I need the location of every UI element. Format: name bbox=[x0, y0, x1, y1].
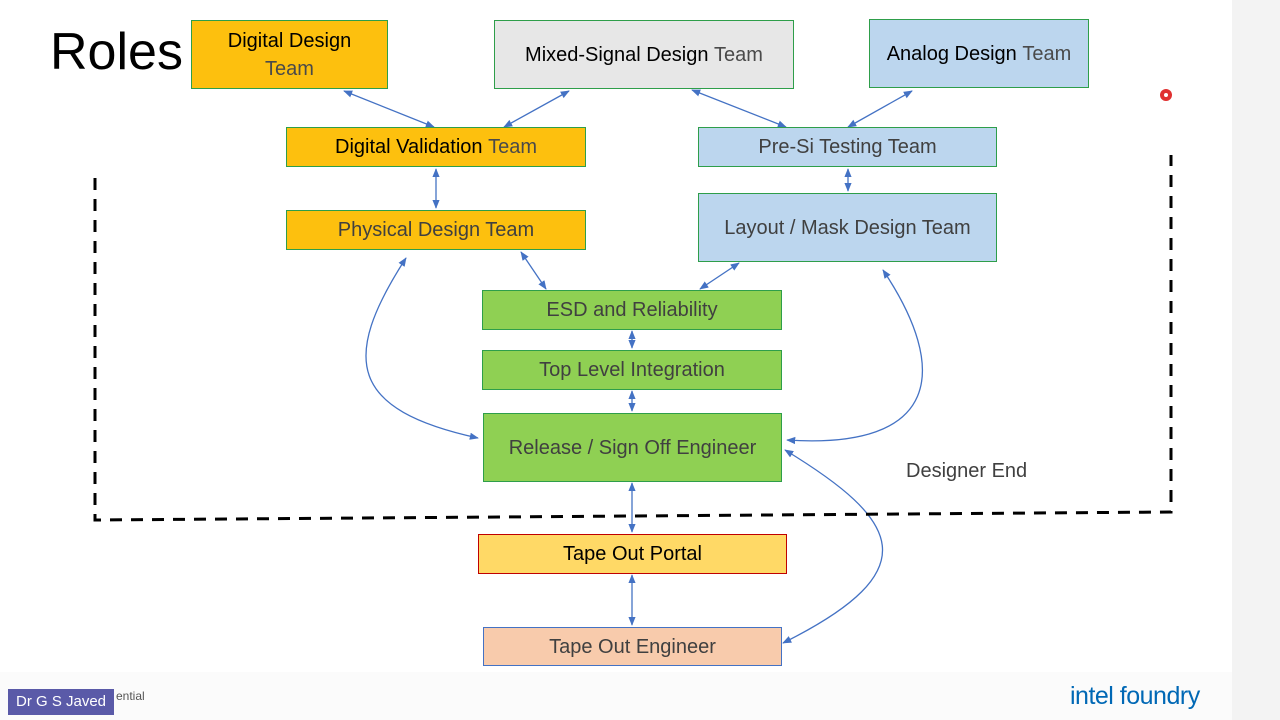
analog-design-suffix: Team bbox=[1022, 42, 1072, 65]
arrow-physical-esd bbox=[520, 251, 547, 290]
physical-design-label: Physical Design Team bbox=[337, 219, 535, 241]
tape-out-portal-box: Tape Out Portal bbox=[478, 534, 787, 574]
digital-design-label-line2: Team bbox=[265, 57, 314, 80]
esd-reliability-box: ESD and Reliability bbox=[482, 290, 782, 330]
arrow-analog-presi bbox=[847, 90, 913, 128]
mixed-signal-suffix: Team bbox=[714, 43, 763, 66]
arrow-mixed-validation bbox=[503, 90, 570, 128]
analog-design-team-box: Analog Design Team bbox=[869, 19, 1089, 88]
record-indicator-center bbox=[1164, 93, 1168, 97]
digital-design-label-line1: Digital Design bbox=[227, 29, 352, 52]
top-level-integration-box: Top Level Integration bbox=[482, 350, 782, 390]
intel-foundry-logo: intel foundry bbox=[1070, 682, 1200, 710]
arrow-physical-release-curve bbox=[365, 257, 479, 440]
author-badge: Dr G S Javed bbox=[8, 689, 114, 715]
release-sign-off-box: Release / Sign Off Engineer bbox=[483, 413, 782, 482]
footer-bar bbox=[0, 672, 1232, 720]
right-margin bbox=[1232, 0, 1280, 720]
arrow-release-tapeout-curve bbox=[782, 449, 884, 644]
mixed-signal-design-team-box: Mixed-Signal Design Team bbox=[494, 20, 794, 89]
digital-validation-team-box: Digital Validation Team bbox=[286, 127, 586, 167]
arrow-mixed-presi bbox=[691, 89, 787, 128]
confidential-fragment: ential bbox=[116, 689, 145, 703]
layout-mask-label: Layout / Mask Design Team bbox=[724, 216, 971, 239]
tape-out-engineer-box: Tape Out Engineer bbox=[483, 627, 782, 666]
pre-si-testing-team-box: Pre-Si Testing Team bbox=[698, 127, 997, 167]
arrow-digital-design-validation bbox=[343, 90, 435, 128]
layout-mask-design-team-box: Layout / Mask Design Team bbox=[698, 193, 997, 262]
arrow-layout-release-curve bbox=[786, 269, 924, 445]
analog-design-label: Analog Design bbox=[886, 42, 1017, 65]
digital-design-team-box: Digital Design Team bbox=[191, 20, 388, 89]
tape-out-engineer-label: Tape Out Engineer bbox=[549, 635, 716, 658]
physical-design-team-box: Physical Design Team bbox=[286, 210, 586, 250]
top-level-label: Top Level Integration bbox=[539, 359, 725, 381]
slide-title: Roles bbox=[50, 23, 183, 81]
digital-validation-label: Digital Validation bbox=[335, 136, 483, 158]
release-label: Release / Sign Off Engineer bbox=[508, 436, 757, 459]
arrow-layout-esd bbox=[699, 262, 740, 290]
tape-out-portal-label: Tape Out Portal bbox=[563, 543, 702, 565]
esd-label: ESD and Reliability bbox=[546, 299, 718, 321]
mixed-signal-label: Mixed-Signal Design bbox=[525, 43, 709, 66]
designer-end-label: Designer End bbox=[906, 460, 1028, 482]
designer-end-boundary bbox=[93, 155, 1173, 522]
pre-si-testing-label: Pre-Si Testing Team bbox=[758, 136, 937, 158]
digital-validation-suffix: Team bbox=[488, 136, 537, 158]
